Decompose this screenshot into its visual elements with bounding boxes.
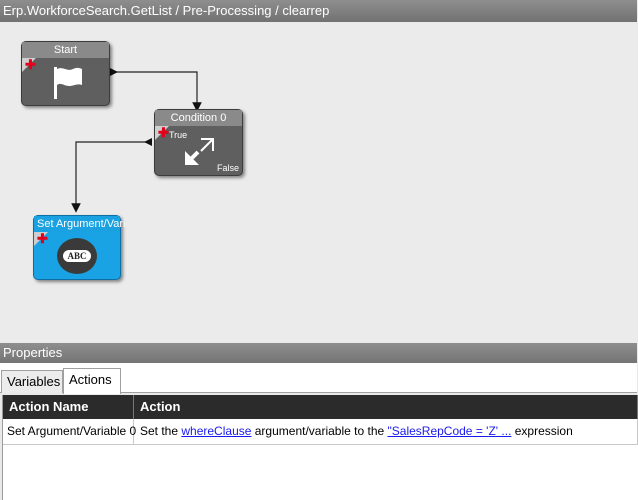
properties-panel-title: Properties — [0, 343, 637, 363]
abc-badge-text: ABC — [63, 250, 91, 262]
expression-link[interactable]: "SalesRepCode = 'Z' ... — [387, 424, 512, 438]
condition-node-title: Condition 0 — [155, 110, 242, 126]
node-corner — [22, 58, 36, 72]
properties-tabs: Variables Actions — [0, 363, 637, 394]
designer-title-bar: Erp.WorkforceSearch.GetList / Pre-Proces… — [0, 0, 637, 22]
table-row[interactable]: Set Argument/Variable 0 Set the whereCla… — [3, 419, 638, 445]
node-corner — [34, 232, 48, 246]
properties-title: Properties — [3, 345, 63, 360]
set-argument-node-title: Set Argument/Vari — [34, 216, 125, 232]
connector-condition-to-setarg — [71, 141, 150, 213]
condition-true-label: True — [169, 130, 188, 140]
variable-link[interactable]: whereClause — [181, 424, 252, 438]
action-text: expression — [511, 424, 573, 438]
add-icon[interactable]: ✚ — [37, 231, 48, 246]
action-text: argument/variable to the — [251, 424, 388, 438]
condition-in-pin — [144, 138, 152, 146]
grid-header: Action Name Action — [3, 395, 638, 419]
set-argument-node[interactable]: Set Argument/Vari ✚ ABC — [33, 215, 125, 280]
designer-title: Erp.WorkforceSearch.GetList / Pre-Proces… — [3, 3, 330, 18]
start-out-pin — [110, 68, 118, 76]
abc-badge-icon: ABC — [57, 238, 97, 274]
connector-start-to-condition — [110, 71, 202, 112]
condition-node[interactable]: Condition 0 ✚ True False — [154, 109, 243, 176]
workflow-canvas[interactable]: Start ✚ Condition 0 ✚ True False Set Arg… — [0, 22, 637, 342]
column-header-action-name[interactable]: Action Name — [3, 395, 134, 419]
condition-false-label: False — [216, 163, 239, 173]
action-text: Set the — [140, 424, 182, 438]
tab-actions[interactable]: Actions — [63, 368, 121, 394]
action-name-cell: Set Argument/Variable 0 — [3, 419, 136, 444]
tab-variables[interactable]: Variables — [1, 370, 63, 393]
column-header-action[interactable]: Action — [134, 395, 638, 419]
action-cell: Set the whereClause argument/variable to… — [134, 419, 638, 444]
connectors — [71, 68, 202, 213]
node-corner — [155, 126, 169, 140]
flag-icon — [54, 67, 82, 99]
start-node-title: Start — [22, 42, 109, 58]
add-icon[interactable]: ✚ — [25, 57, 36, 72]
expand-arrows-icon — [185, 138, 214, 165]
start-node[interactable]: Start ✚ — [21, 41, 110, 106]
actions-grid: Action Name Action Set Argument/Variable… — [2, 395, 638, 500]
add-icon[interactable]: ✚ — [158, 125, 169, 140]
